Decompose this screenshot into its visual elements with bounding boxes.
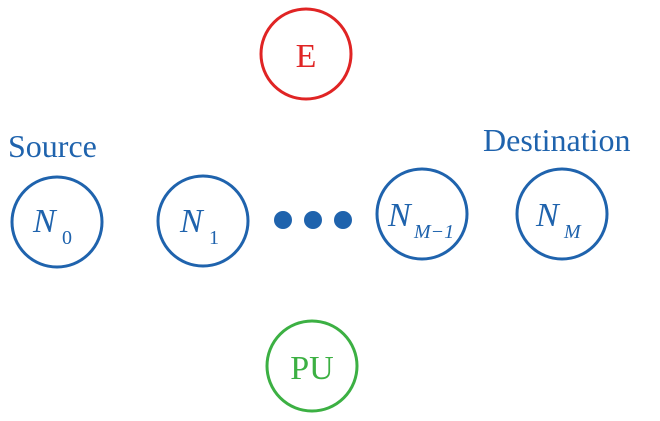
ellipsis [274,211,352,229]
node-n0: N 0 [10,175,104,269]
node-n1: N 1 [156,174,250,268]
node-n0-subscript: 0 [62,227,72,249]
node-n0-circle [10,175,104,269]
node-nm-circle [515,167,609,261]
node-nm1: N M−1 [375,167,469,261]
eavesdropper-label: E [296,38,317,75]
primary-user-node: PU [265,319,359,413]
node-nm: N M [515,167,609,261]
node-nm1-subscript: M−1 [413,221,454,243]
node-nm-subscript: M [563,221,582,243]
ellipsis-dot [334,211,352,229]
node-n1-subscript: 1 [209,227,219,249]
node-n0-base: N [32,203,58,240]
primary-user-label: PU [290,350,333,387]
ellipsis-dot [274,211,292,229]
destination-label: Destination [483,122,631,158]
node-n1-circle [156,174,250,268]
source-label: Source [8,128,97,164]
node-n1-base: N [179,203,205,240]
eavesdropper-circle [259,7,353,101]
eavesdropper-node: E [259,7,353,101]
ellipsis-dot [304,211,322,229]
node-nm1-circle [375,167,469,261]
node-nm-base: N [535,197,561,234]
node-nm1-base: N [387,197,413,234]
primary-user-circle [265,319,359,413]
